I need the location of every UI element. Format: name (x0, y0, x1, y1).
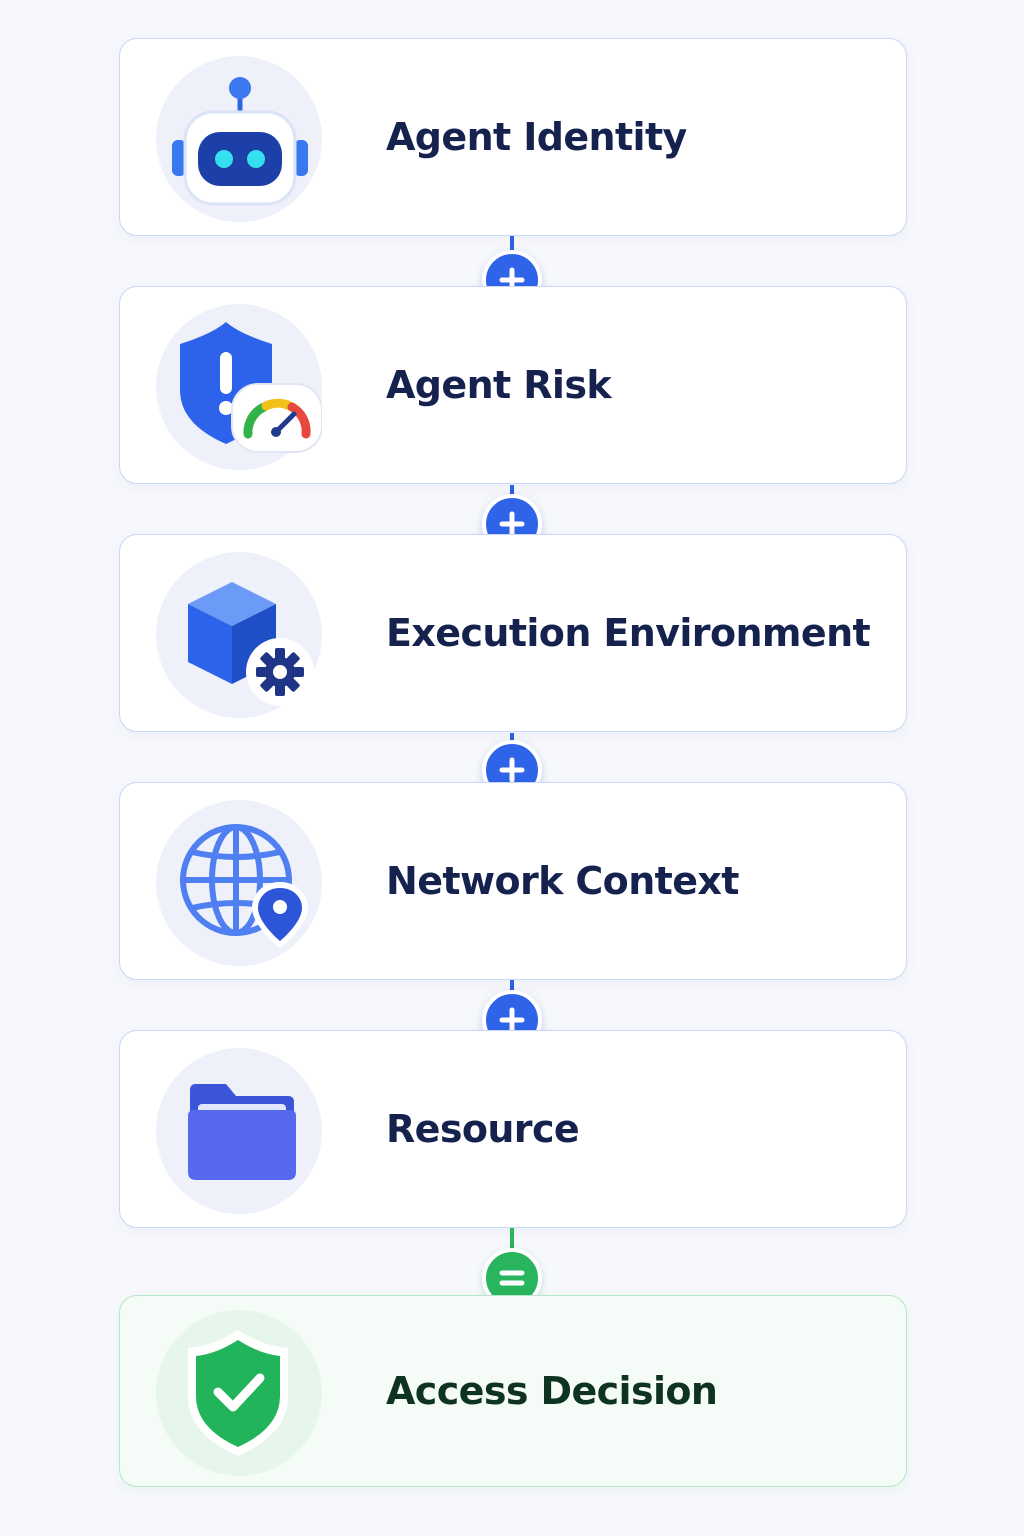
result-label: Access Decision (386, 1369, 718, 1413)
shield-alert-gauge-icon (156, 304, 322, 470)
step-card-resource: Resource (119, 1030, 907, 1228)
connector-line (510, 733, 514, 743)
step-card-execution-environment: Execution Environment (119, 534, 907, 732)
connector-line (510, 236, 514, 250)
step-label: Resource (386, 1107, 580, 1151)
step-label: Agent Identity (386, 115, 687, 159)
shield-check-icon (156, 1310, 322, 1476)
connector-line (510, 980, 514, 992)
connector-line (510, 485, 514, 497)
folder-icon (156, 1048, 322, 1214)
step-label: Execution Environment (386, 611, 871, 655)
step-card-network-context: Network Context (119, 782, 907, 980)
result-card-access-decision: Access Decision (119, 1295, 907, 1487)
step-card-agent-risk: Agent Risk (119, 286, 907, 484)
step-label: Agent Risk (386, 363, 612, 407)
robot-icon (156, 56, 322, 222)
cube-gear-icon (156, 552, 322, 718)
connector-line (510, 1228, 514, 1250)
step-label: Network Context (386, 859, 739, 903)
globe-location-icon (156, 800, 322, 966)
step-card-agent-identity: Agent Identity (119, 38, 907, 236)
